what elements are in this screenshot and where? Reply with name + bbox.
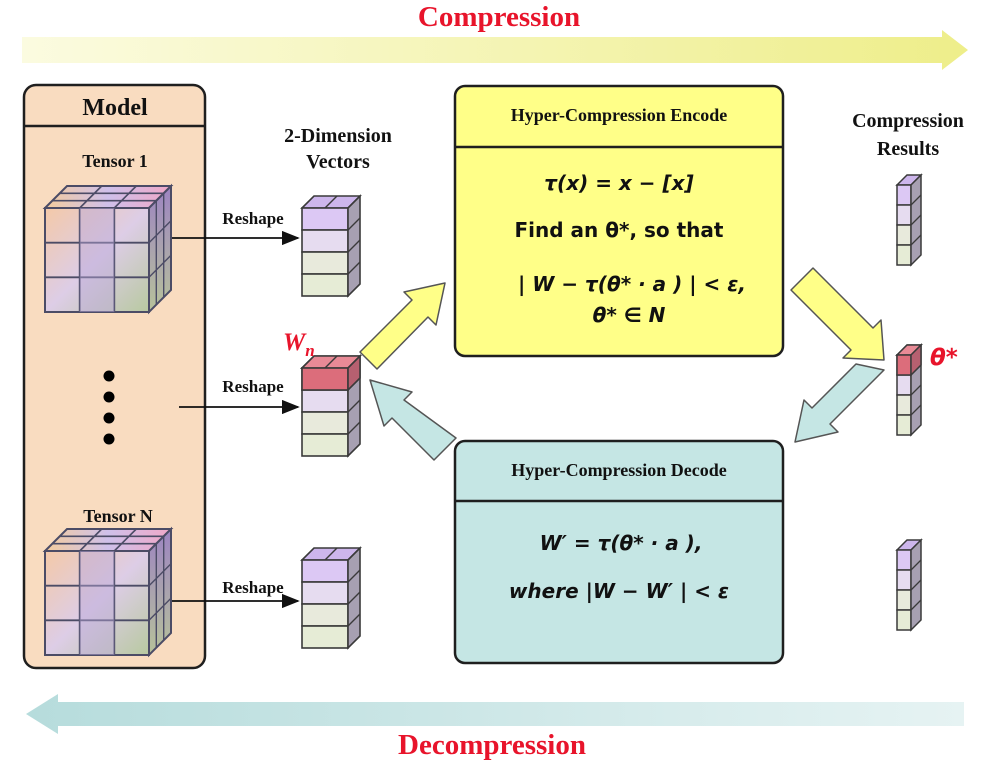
vector-stack-1 [301,195,361,297]
tensor-n-cube [44,528,172,656]
encode-condition: | W − τ(θ* · a ) | < ε, [518,272,746,296]
decompression-arrow [26,694,964,734]
result-vector-theta [895,343,923,436]
vectors-heading-line2: Vectors [306,151,370,173]
compression-label: Compression [418,1,580,33]
results-heading-line1: Compression [852,110,964,132]
wn-label: Wn [283,329,315,360]
encode-input-arrow [359,282,446,370]
encode-title: Hyper-Compression Encode [511,105,728,125]
model-panel: Model Tensor 1 Tensor N [22,83,207,670]
decode-where-clause: where |W − W′ | < ε [509,579,729,603]
results-heading-line2: Results [877,138,939,160]
ellipsis-dot [103,391,115,403]
reshape-label-3: Reshape [222,578,284,597]
decode-input-arrow [794,363,885,443]
decode-output-arrow [369,379,457,461]
model-title: Model [82,95,148,121]
decompression-label: Decompression [398,729,586,761]
encode-box: Hyper-Compression Encode τ(x) = x − [x] … [453,84,785,358]
ellipsis-dot [103,433,115,445]
reshape-label-2: Reshape [222,377,284,396]
encode-output-arrow [790,267,885,361]
reshape-label-1: Reshape [222,209,284,228]
ellipsis-dot [103,370,115,382]
decode-box: Hyper-Compression Decode W′ = τ(θ* · a )… [453,439,785,665]
theta-star-label: θ* [930,345,958,371]
encode-membership: θ* ∈ N [593,303,666,327]
vectors-heading-line1: 2-Dimension [284,125,392,147]
vector-stack-n [301,547,361,649]
ellipsis-dot [103,412,115,424]
decode-title: Hyper-Compression Decode [511,460,726,480]
tensor-1-cube [44,185,172,313]
result-vector-1 [896,174,922,266]
encode-formula: τ(x) = x − [x] [544,171,693,195]
decode-formula: W′ = τ(θ* · a ), [540,531,703,555]
tensor-1-label: Tensor 1 [82,151,148,171]
result-vector-n [896,539,922,631]
vector-stack-wn [300,354,362,457]
tensor-n-label: Tensor N [83,506,153,526]
encode-instruction: Find an θ*, so that [515,218,724,242]
compression-arrow [22,30,968,70]
